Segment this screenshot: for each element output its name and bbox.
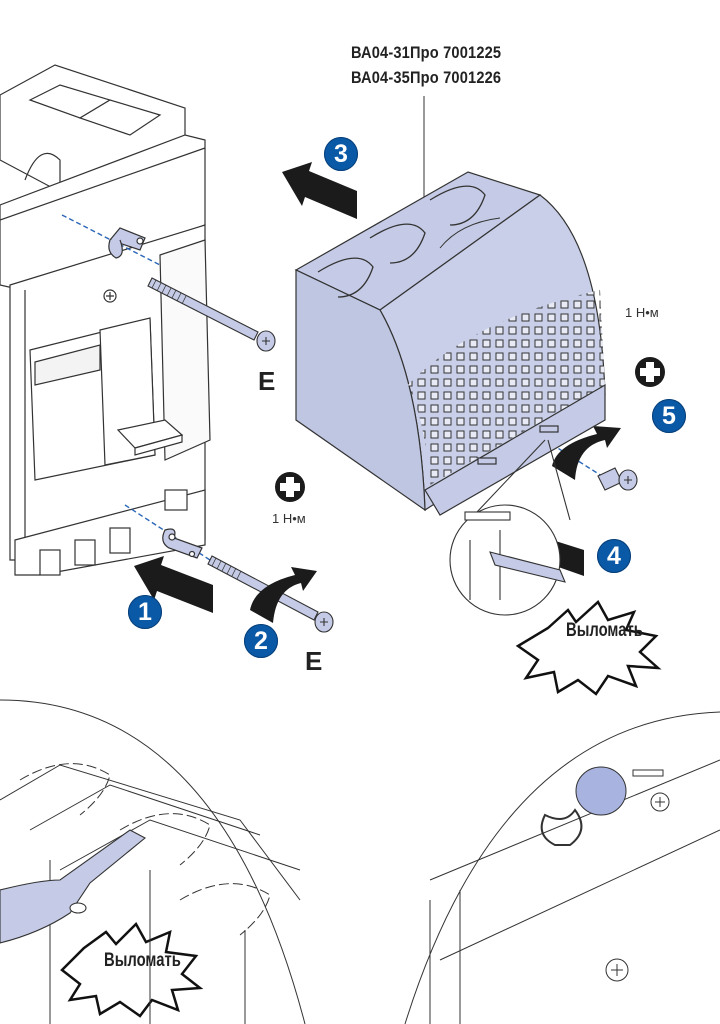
break-out-label-top: Выломать — [566, 620, 643, 641]
terminal-cover — [294, 171, 606, 516]
detail-view-right — [404, 711, 720, 1024]
step-badge-3: 3 — [324, 137, 358, 171]
screw-marker-e-upper: E — [258, 366, 276, 396]
screw-marker-e-lower: E — [305, 646, 323, 676]
step-badge-1: 1 — [128, 595, 162, 629]
pozidriv-icon-upper — [635, 357, 665, 387]
mounting-bracket-upper — [108, 227, 146, 259]
torque-label-center: 1 Н•м — [272, 511, 306, 526]
detail-callout — [449, 439, 571, 616]
step-badge-5: 5 — [652, 399, 686, 433]
pozidriv-icon-center — [275, 472, 305, 502]
pliers — [0, 829, 146, 944]
torque-label-upper: 1 Н•м — [625, 305, 659, 320]
burst-shape-bottom — [60, 921, 204, 1018]
burst-shape-top — [515, 600, 662, 696]
screw-upper — [147, 277, 276, 352]
step-badge-4: 4 — [597, 539, 631, 573]
step-badge-2: 2 — [244, 624, 278, 658]
break-out-label-bottom: Выломать — [104, 950, 181, 971]
mounting-bracket-lower — [162, 528, 203, 559]
rotate-arrow-icon-step5 — [552, 426, 621, 480]
circuit-breaker — [0, 64, 211, 576]
part-number-1: ВА04-31Про 7001225 — [351, 43, 502, 62]
seal — [575, 766, 627, 816]
detail-view-left — [0, 699, 306, 1024]
arrow-icon-step3 — [282, 162, 357, 219]
part-number-2: ВА04-35Про 7001226 — [351, 68, 502, 87]
screw-cover — [597, 467, 638, 491]
rotate-arrow-icon-step2 — [250, 567, 317, 623]
